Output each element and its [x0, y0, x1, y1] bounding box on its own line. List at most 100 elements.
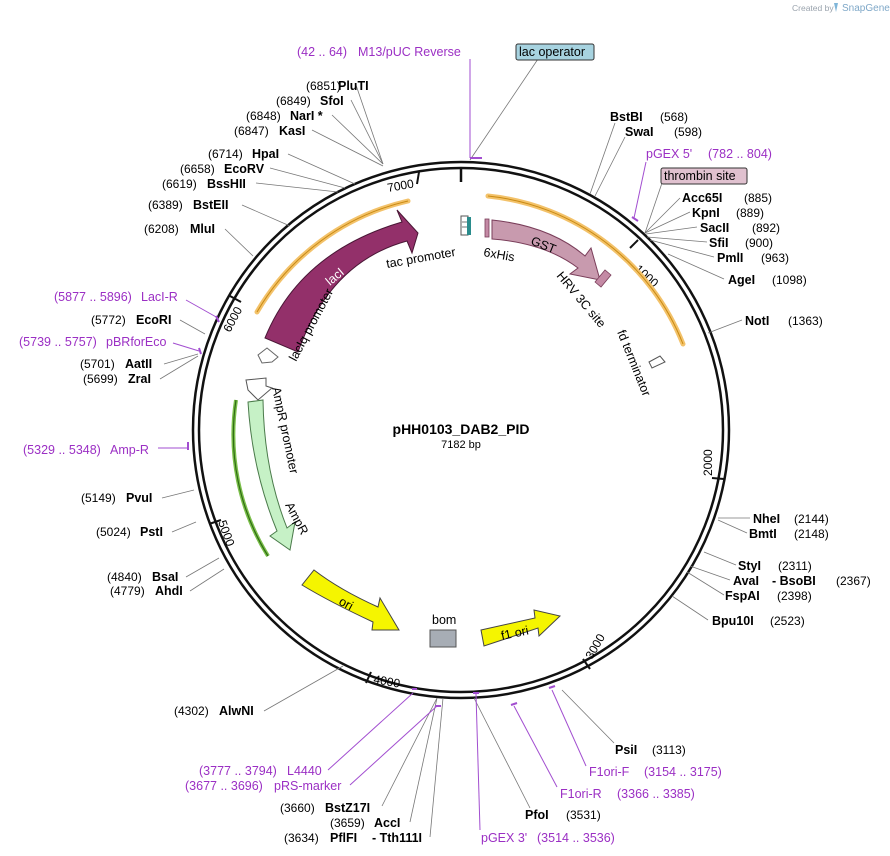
primer-name-l4440: L4440	[287, 764, 322, 778]
primer-range-f1ori-r: (3366 .. 3385)	[617, 787, 695, 801]
connector-kpni	[644, 211, 691, 234]
site-name-hpai: HpaI	[252, 147, 279, 161]
snapgene-logo-icon	[834, 3, 838, 12]
site-name-aatii: AatII	[125, 357, 152, 371]
site-pos-mlui: (6208)	[144, 222, 179, 236]
site-pos-agei: (1098)	[772, 273, 807, 287]
connector-zrai	[159, 355, 199, 380]
site-pos-bstz17i: (3660)	[280, 801, 315, 815]
site-name-bstz17i: BstZ17I	[325, 801, 370, 815]
bom-feature	[429, 629, 457, 648]
orange-arc-left-core	[256, 200, 409, 313]
thrombin-site-box	[660, 167, 748, 185]
tick-label-4000: 4000	[372, 672, 401, 690]
site-pos-bsshii: (6619)	[162, 177, 197, 191]
site-pos-fspai: (2398)	[777, 589, 812, 603]
site-name-bsai: BsaI	[152, 570, 178, 584]
site-pos-sacii: (892)	[752, 221, 780, 235]
primer-line-l4440	[327, 692, 414, 771]
site-pos-ecori: (5772)	[91, 313, 126, 327]
site-pos-sfii: (900)	[745, 236, 773, 250]
primer-range-laci-r: (5877 .. 5896)	[54, 290, 132, 304]
connector-acc65i	[644, 197, 681, 234]
primer-name-laci-r: LacI-R	[141, 290, 178, 304]
site-pos-sfoi: (6849)	[276, 94, 311, 108]
boxed-labels: lac operator thrombin site	[515, 43, 748, 185]
hrv-site-marker	[594, 269, 612, 288]
site-name-avai: AvaI	[733, 574, 759, 588]
connector-sfoi	[350, 99, 384, 165]
site-pos-pmli: (963)	[761, 251, 789, 265]
primer-site-marks	[187, 157, 639, 707]
connector-bstz17i	[381, 697, 438, 807]
primer-labels: (42 .. 64) M13/pUC Reverse pGEX 5' (782 …	[19, 45, 772, 845]
highlight-arcs	[231, 193, 686, 558]
tac-promoter-marker	[460, 215, 469, 236]
lac-operator-label: lac operator	[519, 45, 585, 59]
site-name-bmti: BmtI	[749, 527, 777, 541]
site-pos-bsai: (4840)	[107, 570, 142, 584]
site-name-fspai: FspAI	[725, 589, 760, 603]
site-pos-bsteii: (6389)	[148, 198, 183, 212]
site-name-ahdi: AhdI	[155, 584, 183, 598]
lac-operator-marker	[467, 217, 471, 235]
site-name-plfi: PflFI	[330, 831, 357, 845]
connector-acci	[409, 697, 438, 823]
site-pos-aatii: (5701)	[80, 357, 115, 371]
connector-bsshii	[255, 182, 339, 193]
thrombin-site-label: thrombin site	[664, 169, 736, 183]
site-name-bstbi: BstBI	[610, 110, 643, 124]
f1-ori-label: f1 ori	[500, 623, 530, 642]
site-pos-nari: (6848)	[246, 109, 281, 123]
primer-mark-laci-r	[215, 315, 220, 323]
site-pos-acc65i: (885)	[744, 191, 772, 205]
connector-ecorv	[269, 167, 346, 189]
primer-mark-f1ori-f	[548, 685, 556, 689]
fd-terminator-label: fd terminator	[614, 328, 653, 398]
ampr-promoter-label: AmpR promoter	[269, 386, 301, 475]
site-name-styi: StyI	[738, 559, 761, 573]
connector-bsai	[185, 557, 220, 578]
tick-6000	[229, 295, 242, 303]
site-pos-plfi: (3634)	[284, 831, 319, 845]
primer-range-pgex5: (782 .. 804)	[708, 147, 772, 161]
site-name-acci: AccI	[374, 816, 400, 830]
site-name-ecori: EcoRI	[136, 313, 171, 327]
f1-ori-feature-arrow	[480, 609, 562, 647]
site-pos-hpai: (6714)	[208, 147, 243, 161]
tac-promoter-label: tac promoter	[385, 245, 457, 271]
primer-connector-lines	[158, 59, 647, 831]
site-extra-tth111i: - Tth111I	[372, 831, 422, 845]
tick-2000	[711, 477, 725, 480]
ampr-promoter-arrow	[245, 377, 273, 401]
site-name-nari: NarI *	[290, 109, 323, 123]
watermark-brand: SnapGene	[842, 3, 890, 14]
site-name-sfii: SfiI	[709, 236, 728, 250]
site-labels-left: (6851) PluTI (6849) SfoI (6848) NarI * (…	[80, 79, 422, 845]
connector-swai	[594, 136, 626, 197]
site-name-alwni: AlwNI	[219, 704, 254, 718]
site-pos-psii: (3113)	[652, 743, 686, 757]
primer-name-m13: M13/pUC Reverse	[358, 45, 461, 59]
site-name-kpni: KpnI	[692, 206, 720, 220]
site-pos-pvui: (5149)	[81, 491, 116, 505]
site-name-sfoi: SfoI	[320, 94, 344, 108]
ori-feature-arrow	[301, 569, 400, 631]
connector-ecori	[179, 319, 206, 335]
connector-bu10i	[671, 595, 709, 621]
tick-5000	[208, 519, 222, 525]
site-pos-bu10i: (2523)	[770, 614, 805, 628]
his-tag-marker	[484, 218, 490, 238]
connector-lac-operator	[469, 58, 539, 161]
connector-psii	[561, 689, 615, 744]
site-pos-styi: (2311)	[778, 559, 812, 573]
site-name-pvui: PvuI	[126, 491, 152, 505]
tick-label-2000: 2000	[701, 449, 715, 476]
tick-label-7000: 7000	[386, 176, 415, 194]
primer-line-prs	[349, 705, 438, 786]
site-pos-acci: (3659)	[330, 816, 365, 830]
backbone-outer-circle	[191, 160, 731, 700]
connector-aatii	[163, 353, 199, 365]
primer-line-pgex5	[633, 161, 647, 219]
site-pos-noti: (1363)	[788, 314, 823, 328]
